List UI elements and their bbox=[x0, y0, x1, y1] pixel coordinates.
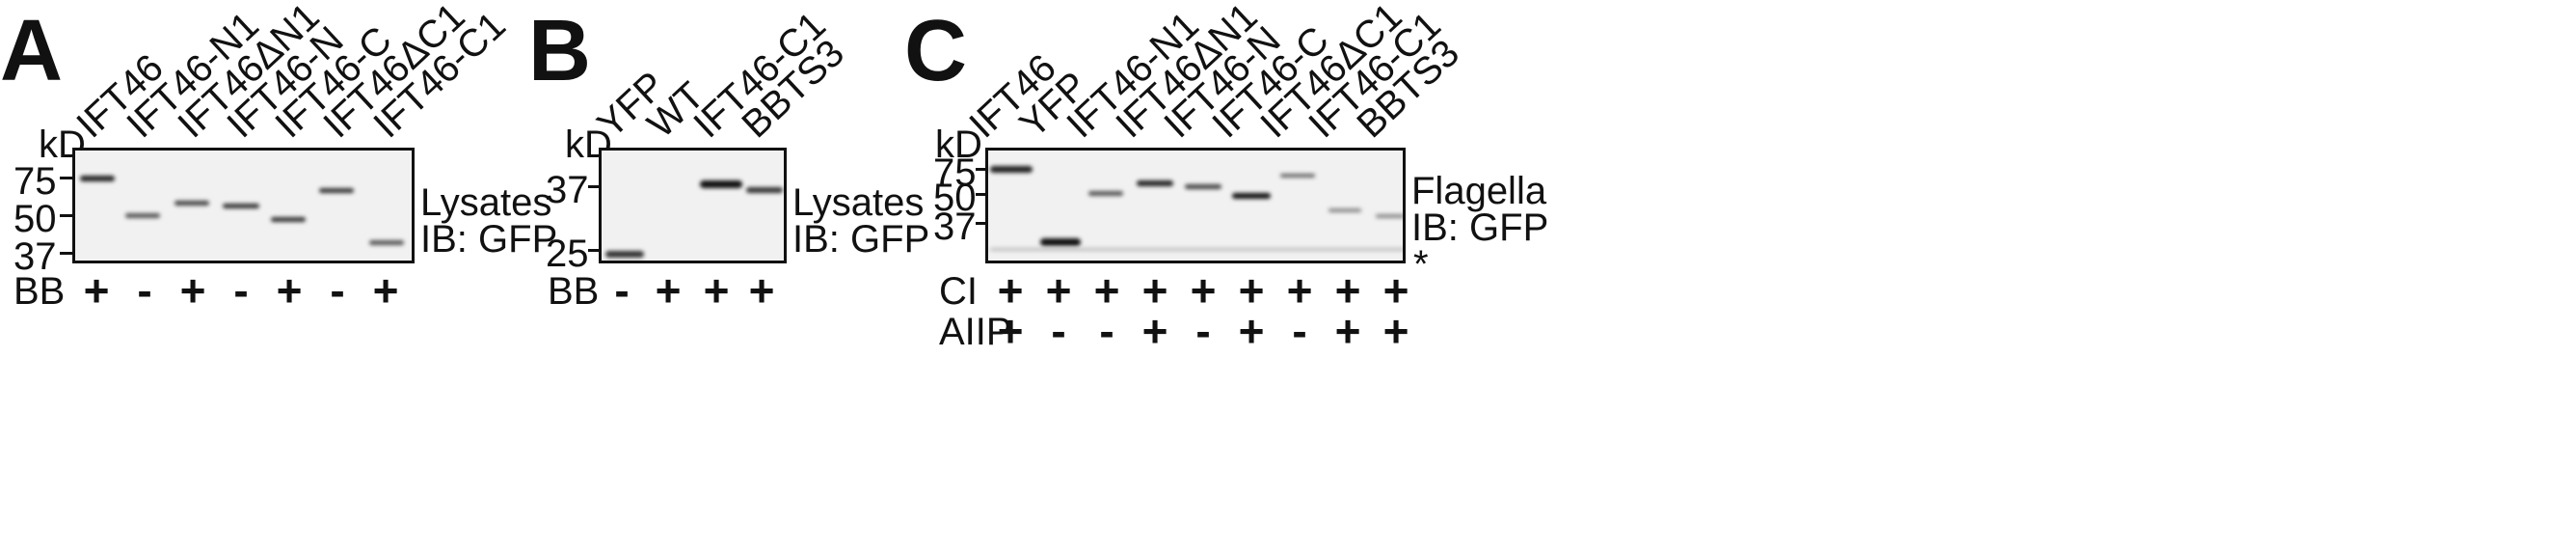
treatment-sign: - bbox=[1292, 306, 1307, 356]
marker-tick bbox=[60, 252, 72, 255]
western-blot-image bbox=[599, 148, 787, 263]
panel-letter: C bbox=[904, 3, 967, 99]
marker-tick bbox=[60, 214, 72, 217]
marker-50: 50 bbox=[933, 177, 977, 219]
side-label-asterisk: * bbox=[1413, 243, 1429, 286]
protein-band bbox=[223, 204, 259, 208]
treatment-sign: + bbox=[1045, 265, 1072, 316]
treatment-sign: + bbox=[372, 265, 399, 316]
side-label-antibody: IB: GFP bbox=[420, 218, 558, 261]
protein-band bbox=[605, 251, 644, 258]
treatment-sign: + bbox=[997, 265, 1024, 316]
marker-tick bbox=[976, 193, 985, 196]
western-blot-image bbox=[72, 148, 415, 263]
side-label-antibody: IB: GFP bbox=[1411, 206, 1549, 249]
treatment-sign: - bbox=[233, 265, 249, 316]
side-label-sample: Flagella bbox=[1411, 170, 1547, 212]
protein-band bbox=[990, 166, 1033, 173]
treatment-sign: - bbox=[1099, 306, 1114, 356]
treatment-sign: + bbox=[1093, 265, 1120, 316]
protein-band bbox=[80, 176, 115, 181]
marker-tick bbox=[976, 222, 985, 225]
protein-band bbox=[174, 201, 209, 206]
side-label-sample: Lysates bbox=[792, 181, 925, 224]
marker-tick bbox=[588, 249, 599, 252]
protein-band bbox=[1328, 208, 1361, 212]
row-label-aiip: AIIP bbox=[939, 311, 1012, 353]
protein-band bbox=[125, 213, 160, 218]
treatment-sign: + bbox=[276, 265, 303, 316]
treatment-sign: + bbox=[1238, 265, 1265, 316]
marker-25: 25 bbox=[546, 233, 589, 275]
kd-unit-label: kD bbox=[935, 124, 982, 166]
treatment-sign: + bbox=[1141, 265, 1168, 316]
protein-band bbox=[700, 180, 742, 188]
protein-band bbox=[1376, 214, 1403, 218]
treatment-sign: + bbox=[83, 265, 110, 316]
protein-band bbox=[746, 187, 783, 193]
side-label-sample: Lysates bbox=[420, 181, 552, 224]
treatment-sign: + bbox=[997, 306, 1024, 356]
protein-band bbox=[1137, 180, 1173, 186]
treatment-sign: + bbox=[179, 265, 206, 316]
marker-tick bbox=[976, 168, 985, 171]
treatment-sign: - bbox=[330, 265, 345, 316]
marker-75: 75 bbox=[13, 160, 57, 203]
treatment-sign: + bbox=[1238, 306, 1265, 356]
western-blot-image bbox=[985, 148, 1406, 263]
treatment-sign: + bbox=[1382, 306, 1409, 356]
treatment-sign: + bbox=[703, 265, 730, 316]
protein-band bbox=[1185, 184, 1221, 189]
protein-band bbox=[271, 217, 306, 222]
marker-tick bbox=[588, 185, 599, 188]
protein-band bbox=[1088, 191, 1123, 196]
treatment-sign: + bbox=[1334, 265, 1361, 316]
treatment-sign: - bbox=[1051, 306, 1066, 356]
treatment-sign: + bbox=[1286, 265, 1313, 316]
treatment-sign: + bbox=[1141, 306, 1168, 356]
treatment-sign: - bbox=[614, 265, 630, 316]
marker-37: 37 bbox=[13, 235, 57, 278]
treatment-sign: + bbox=[748, 265, 775, 316]
marker-75: 75 bbox=[933, 151, 977, 194]
protein-band bbox=[1280, 174, 1315, 178]
treatment-sign: + bbox=[655, 265, 682, 316]
marker-50: 50 bbox=[13, 198, 57, 240]
marker-37: 37 bbox=[546, 169, 589, 211]
treatment-sign: + bbox=[1382, 265, 1409, 316]
row-label-bb: BB bbox=[548, 270, 600, 313]
treatment-sign: - bbox=[1195, 306, 1211, 356]
protein-band bbox=[1040, 238, 1081, 246]
marker-37: 37 bbox=[933, 206, 977, 248]
protein-band bbox=[319, 188, 354, 193]
marker-tick bbox=[60, 177, 72, 179]
panel-letter: B bbox=[528, 3, 591, 99]
panel-letter: A bbox=[0, 3, 63, 99]
treatment-sign: + bbox=[1190, 265, 1217, 316]
treatment-sign: - bbox=[137, 265, 152, 316]
row-label-bb: BB bbox=[13, 270, 66, 313]
side-label-antibody: IB: GFP bbox=[792, 218, 930, 261]
row-label-ci: CI bbox=[939, 270, 978, 313]
protein-band bbox=[1232, 193, 1271, 199]
protein-band bbox=[369, 240, 404, 245]
background-band bbox=[990, 248, 1403, 251]
treatment-sign: + bbox=[1334, 306, 1361, 356]
